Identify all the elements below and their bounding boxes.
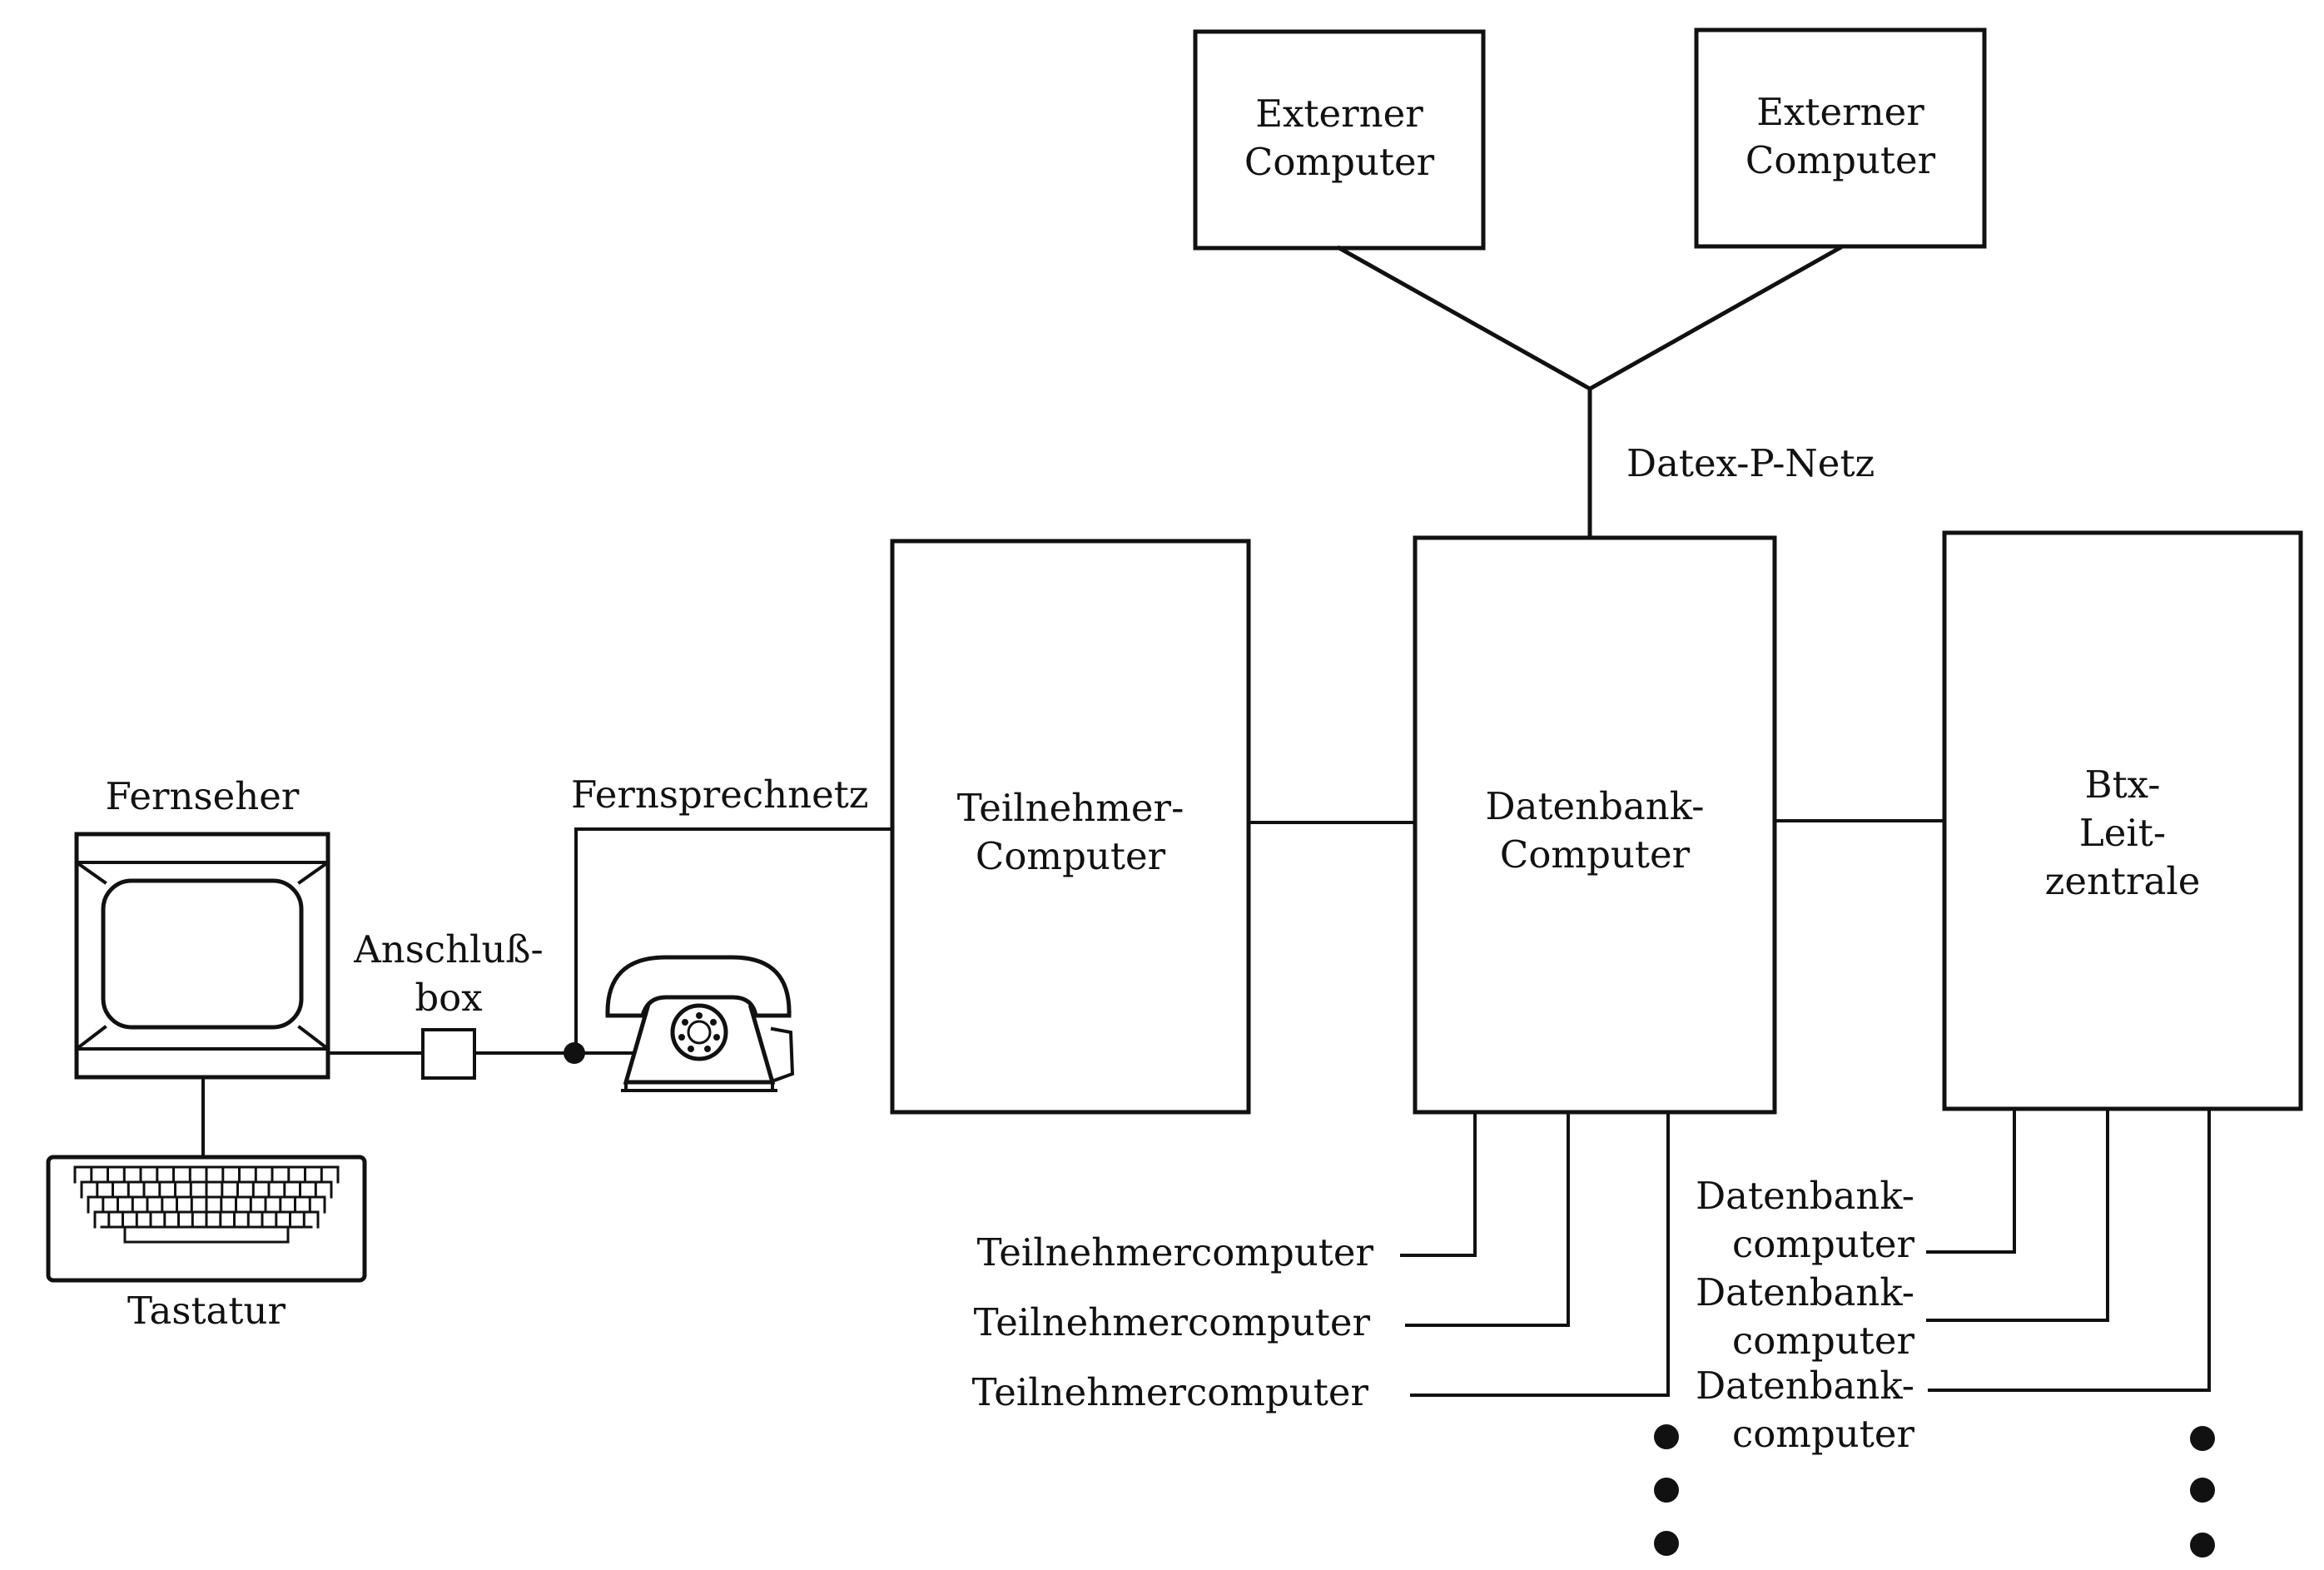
datex-connector bbox=[1336, 245, 1843, 540]
keyboard-icon bbox=[46, 1155, 367, 1283]
tv-icon bbox=[74, 832, 330, 1080]
continuation-dots-left bbox=[1654, 1424, 1679, 1556]
connection-box-label: Anschluß- box bbox=[354, 927, 544, 1020]
subscriber-branch-label-1: Teilnehmercomputer bbox=[976, 1230, 1373, 1274]
database-branch-label-1: Datenbank- computer bbox=[1696, 1174, 1914, 1266]
connection-box bbox=[421, 1028, 476, 1080]
branch-database-3 bbox=[1928, 1110, 2211, 1392]
phone-network-line bbox=[574, 827, 894, 1055]
datex-network-label: Datex-P-Netz bbox=[1626, 441, 1875, 485]
branch-database-1 bbox=[1926, 1110, 2016, 1254]
database-computer-label: Datenbank- Computer bbox=[1485, 784, 1705, 877]
subscriber-computer-label: Teilnehmer- Computer bbox=[956, 786, 1184, 878]
subscriber-branch-label-3: Teilnehmercomputer bbox=[971, 1370, 1368, 1414]
subscriber-computer-box bbox=[890, 539, 1251, 1115]
continuation-dots-right bbox=[2190, 1426, 2215, 1558]
branch-database-2 bbox=[1926, 1110, 2109, 1322]
database-branch-label-3: Datenbank- computer bbox=[1696, 1364, 1914, 1456]
telephone-icon bbox=[605, 955, 795, 1092]
subscriber-branch-label-2: Teilnehmercomputer bbox=[973, 1300, 1370, 1344]
database-branch-label-2: Datenbank- computer bbox=[1696, 1270, 1914, 1363]
phone-network-label: Fernsprechnetz bbox=[571, 773, 869, 817]
branch-subscriber-2 bbox=[1405, 1110, 1570, 1327]
btx-center-label: Btx- Leit- zentrale bbox=[2044, 763, 2201, 903]
external-computer-1-label: Externer Computer bbox=[1244, 92, 1435, 184]
tv-label: Fernseher bbox=[105, 774, 300, 818]
database-computer-box bbox=[1413, 535, 1777, 1115]
branch-subscriber-3 bbox=[1410, 1110, 1670, 1397]
external-computer-2-label: Externer Computer bbox=[1745, 90, 1936, 182]
branch-subscriber-1 bbox=[1400, 1110, 1477, 1257]
keyboard-label: Tastatur bbox=[127, 1289, 286, 1333]
